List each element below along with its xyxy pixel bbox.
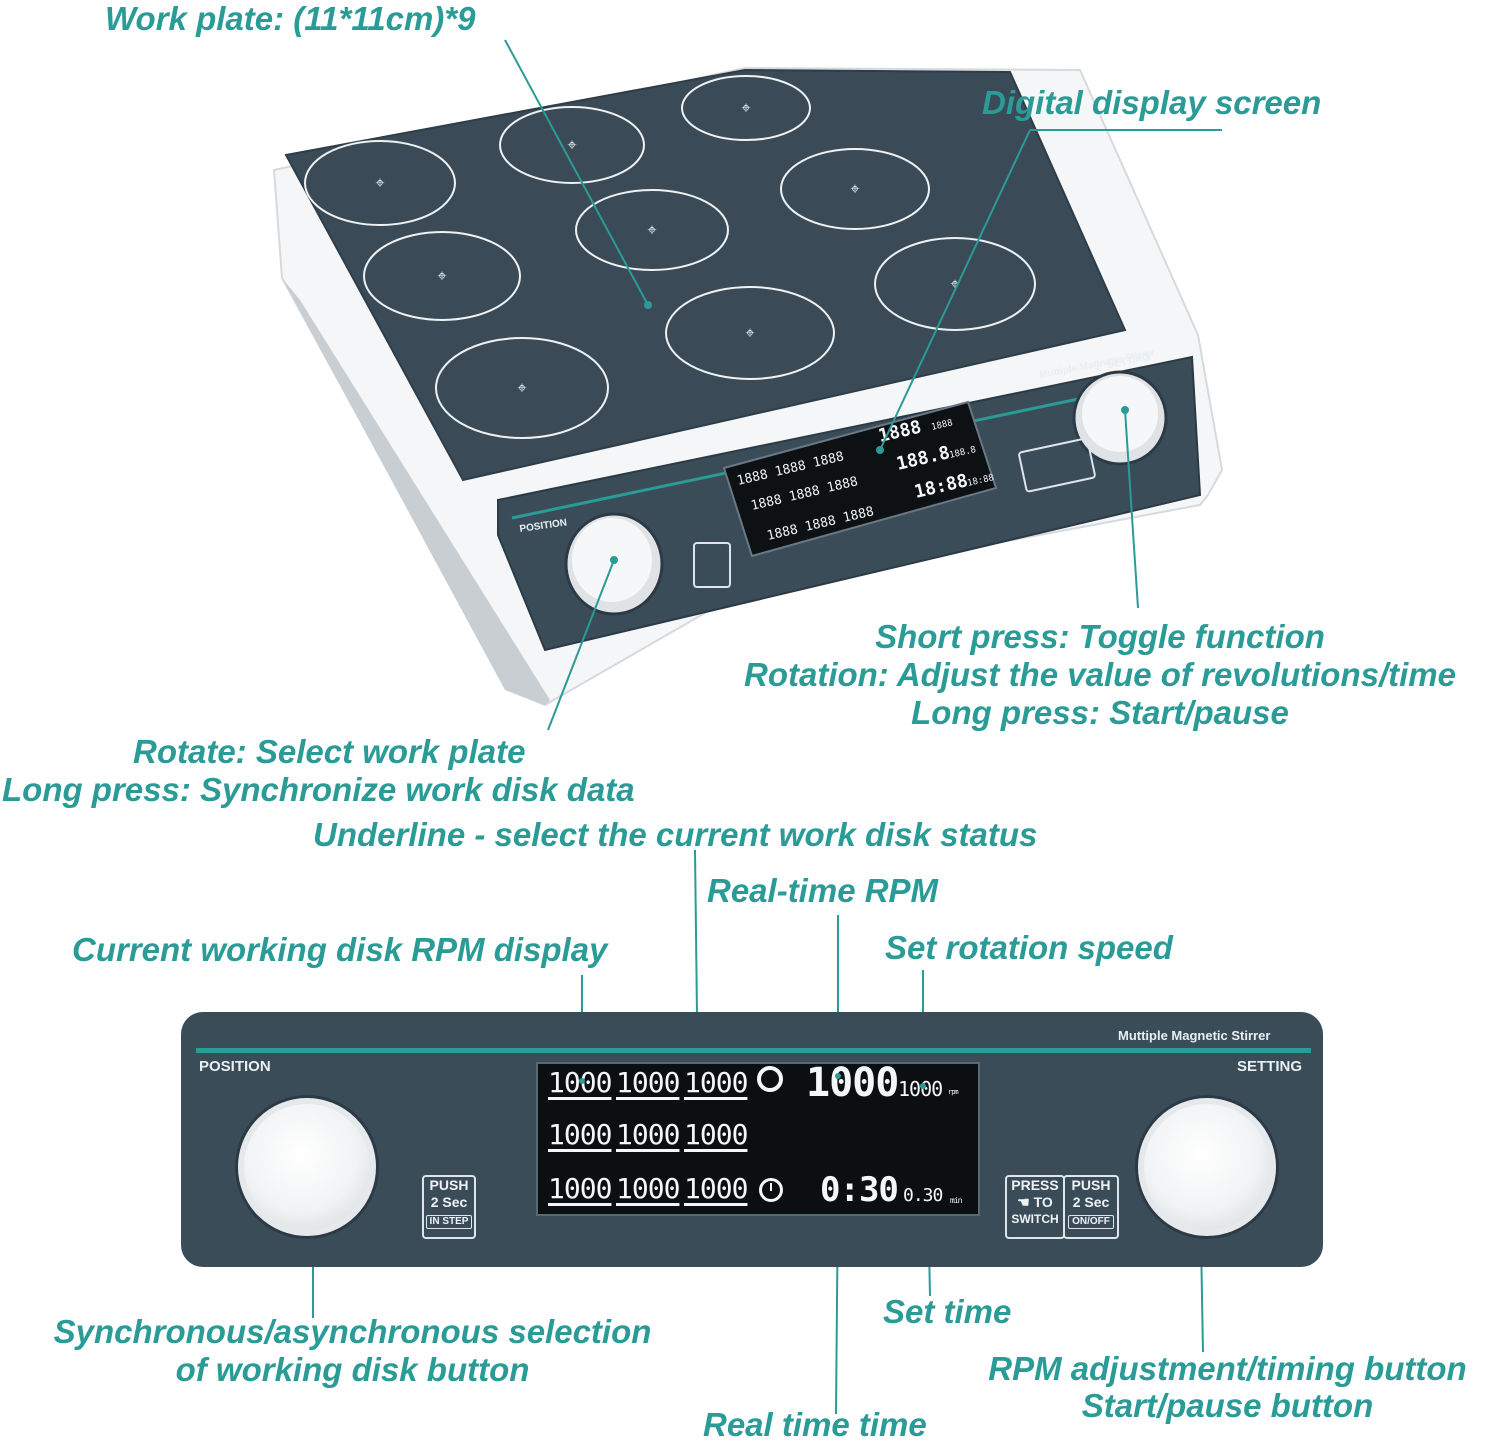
plate-ring [499, 106, 645, 184]
plate-ring [874, 237, 1036, 331]
top-lcd-small-value: 1888 [930, 418, 953, 433]
push-onoff-button[interactable]: PUSH 2 Sec ON/OFF [1063, 1175, 1119, 1239]
top-lcd-value: 1888 [750, 492, 784, 514]
clock-icon [759, 1178, 783, 1202]
realtime-time-value: 0:30 [820, 1170, 899, 1210]
top-lcd-value: 1888 [766, 522, 800, 544]
hand-icon: ☚ [1017, 1194, 1030, 1210]
set-rotation-speed-label: Set rotation speed [885, 929, 1173, 966]
plate-ring [435, 337, 609, 439]
crosshair-icon: ⌖ [741, 98, 750, 117]
lcd-display [536, 1062, 980, 1216]
top-lcd [722, 400, 998, 558]
leader-dot-set-rpm [920, 1083, 926, 1089]
top-setting-knob[interactable] [1082, 376, 1158, 452]
leader-dot-disk-rpm [579, 1078, 585, 1084]
crosshair-icon: ⌖ [567, 135, 576, 154]
leader-dot-realtime-rpm [835, 1073, 841, 1079]
top-lcd-value: 1888 [788, 483, 822, 505]
sync-button-label-1: Synchronous/asynchronous selection [53, 1313, 652, 1350]
press-line1: PRESS [1011, 1177, 1059, 1193]
rpm-button-label-2: Start/pause button [1081, 1387, 1374, 1424]
plate-ring [681, 75, 811, 141]
rotation-icon [757, 1066, 783, 1092]
work-plate [284, 68, 1127, 482]
crosshair-icon: ⌖ [950, 274, 959, 293]
push-line2: 2 Sec [430, 1194, 468, 1210]
disk-rpm-r1c3: 1000 [684, 1066, 748, 1099]
set-time-label: Set time [883, 1293, 1012, 1330]
onoff-line2: 2 Sec [1072, 1194, 1110, 1210]
crosshair-icon: ⌖ [375, 173, 384, 192]
position-knob-label-2: Long press: Synchronize work disk data [2, 771, 635, 808]
press-line3: SWITCH [1011, 1212, 1059, 1226]
top-lcd-value: 1888 [804, 513, 838, 535]
disk-rpm-r2c2: 1000 [616, 1118, 680, 1151]
setting-knob-label-2: Rotation: Adjust the value of revolution… [744, 656, 1456, 693]
disk-rpm-r3c3: 1000 [684, 1172, 748, 1205]
work-plate-rings: ⌖ ⌖ ⌖ ⌖ ⌖ ⌖ ⌖ ⌖ ⌖ [304, 75, 1036, 439]
plate-ring [363, 231, 521, 321]
plate-ring [304, 140, 456, 226]
press-to-switch-button[interactable]: PRESS ☚ TO SWITCH [1005, 1175, 1065, 1239]
crosshair-icon: ⌖ [745, 323, 754, 342]
setting-knob-label-3: Long press: Start/pause [911, 694, 1289, 731]
press-line2: ☚ TO [1017, 1194, 1053, 1210]
disk-rpm-r2c3: 1000 [684, 1118, 748, 1151]
position-label: POSITION [199, 1058, 271, 1075]
top-lcd-value: 1888 [736, 467, 770, 489]
set-rpm-value: 1000 [898, 1077, 943, 1101]
sync-button-label-2: of working disk button [175, 1351, 530, 1388]
onoff-box: ON/OFF [1068, 1215, 1114, 1229]
digital-display-label: Digital display screen [982, 84, 1322, 121]
setting-knob[interactable] [1138, 1098, 1276, 1236]
crosshair-icon: ⌖ [647, 220, 656, 239]
plate-ring [665, 286, 835, 380]
top-lcd-value: 1888 [812, 449, 846, 471]
realtime-rpm-label: Real-time RPM [707, 872, 939, 909]
crosshair-icon: ⌖ [517, 378, 526, 397]
push-line1: PUSH [429, 1177, 469, 1193]
current-disk-rpm-label: Current working disk RPM display [72, 931, 608, 968]
position-knob[interactable] [238, 1098, 376, 1236]
clock-hand [770, 1183, 772, 1191]
stirrer-body-shadow [282, 278, 550, 705]
real-time-time-label: Real time time [703, 1406, 927, 1443]
top-lcd-value: 1888 [826, 474, 860, 496]
disk-rpm-r3c1: 1000 [548, 1172, 612, 1205]
setting-label: SETTING [1237, 1058, 1303, 1075]
top-lcd-value: 1888 [774, 458, 808, 480]
top-push-badge[interactable] [693, 542, 731, 588]
top-lcd-value: 1888 [842, 504, 876, 526]
position-knob-label-1: Rotate: Select work plate [133, 733, 526, 770]
plate-ring [575, 189, 729, 271]
setting-knob-label-1: Short press: Toggle function [875, 618, 1325, 655]
set-time-value: 0.30 [903, 1185, 943, 1206]
push-box: IN STEP [425, 1215, 473, 1229]
crosshair-icon: ⌖ [850, 179, 859, 198]
push-instep-button[interactable]: PUSH 2 Sec IN STEP [422, 1175, 476, 1239]
rpm-unit: rpm [948, 1088, 959, 1096]
disk-rpm-r2c1: 1000 [548, 1118, 612, 1151]
realtime-rpm-value: 1000 [806, 1060, 899, 1106]
brand-label: Muttiple Magnetic Stirrer [1118, 1028, 1271, 1043]
underline-label: Underline - select the current work disk… [313, 816, 1038, 853]
disk-rpm-r1c2: 1000 [616, 1066, 680, 1099]
work-plate-label: Work plate: (11*11cm)*9 [105, 0, 476, 37]
crosshair-icon: ⌖ [437, 266, 446, 285]
rpm-button-label-1: RPM adjustment/timing button [988, 1350, 1467, 1387]
plate-ring [780, 148, 930, 230]
disk-rpm-r3c2: 1000 [616, 1172, 680, 1205]
top-press-badge[interactable] [1018, 437, 1096, 493]
onoff-line1: PUSH [1071, 1177, 1111, 1193]
time-unit: min [950, 1196, 962, 1205]
bottom-panel-underline [196, 1048, 1311, 1053]
